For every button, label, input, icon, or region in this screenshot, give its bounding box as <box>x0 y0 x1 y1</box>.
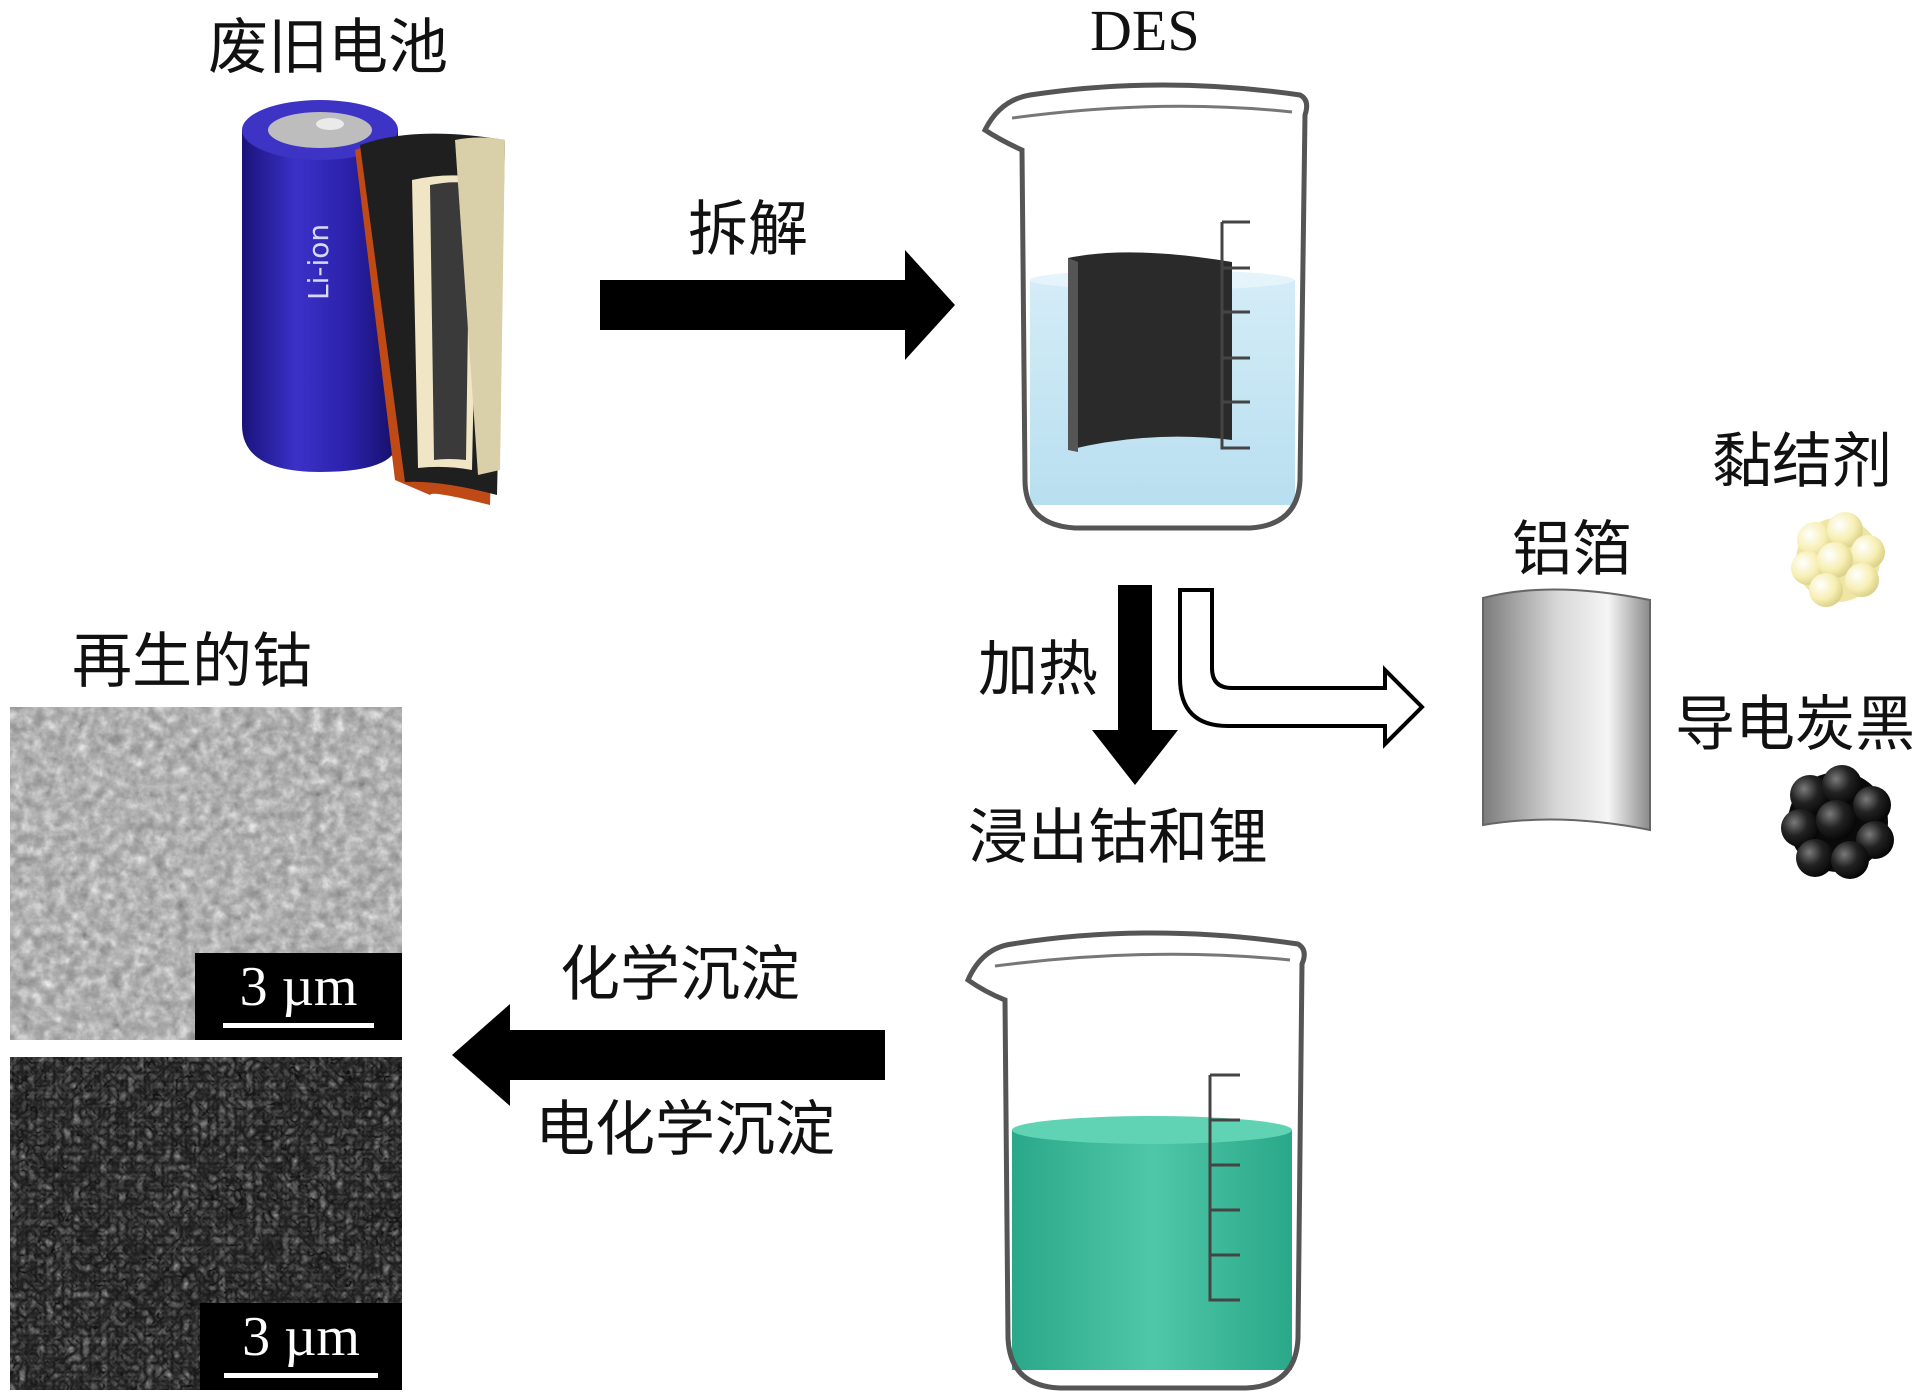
battery-text: Li-ion <box>302 223 335 300</box>
aluminum-foil-sheet <box>1482 588 1651 832</box>
electrochemical-precipitation-label: 电化学沉淀 <box>535 1095 835 1165</box>
regenerated-cobalt-label: 再生的钴 <box>72 627 312 697</box>
des-label: DES <box>1090 0 1200 63</box>
dismantle-arrow <box>600 250 955 360</box>
heating-arrow <box>1092 585 1178 785</box>
binder-particles <box>1791 512 1885 607</box>
battery-illustration <box>242 100 505 506</box>
precipitation-arrow <box>452 1004 885 1106</box>
removal-arrow <box>1178 588 1425 749</box>
scale-bar-line <box>223 1023 374 1028</box>
heating-label: 加热 <box>978 635 1098 705</box>
aluminum-foil-label: 铝箔 <box>1512 515 1632 585</box>
leachate-solution <box>1012 1130 1292 1370</box>
carbon-black-label: 导电炭黑 <box>1675 690 1915 760</box>
scale-bar-top: 3 µm <box>195 953 402 1040</box>
spent-battery-label: 废旧电池 <box>208 13 448 83</box>
scale-bar-line <box>224 1373 378 1378</box>
carbon-black-particles <box>1781 765 1894 879</box>
des-beaker <box>981 82 1310 531</box>
leach-label: 浸出钴和锂 <box>968 803 1268 873</box>
electrode-sheet <box>1068 252 1232 450</box>
sem-image-bottom <box>10 1057 402 1390</box>
scale-bar-label: 3 µm <box>239 956 358 1018</box>
scale-bar-label: 3 µm <box>242 1306 360 1368</box>
dismantle-label: 拆解 <box>688 195 808 265</box>
binder-label: 黏结剂 <box>1712 427 1892 497</box>
leachate-beaker <box>964 930 1307 1391</box>
scale-bar-bottom: 3 µm <box>200 1303 402 1390</box>
battery-body <box>242 130 398 472</box>
chemical-precipitation-label: 化学沉淀 <box>560 940 800 1010</box>
